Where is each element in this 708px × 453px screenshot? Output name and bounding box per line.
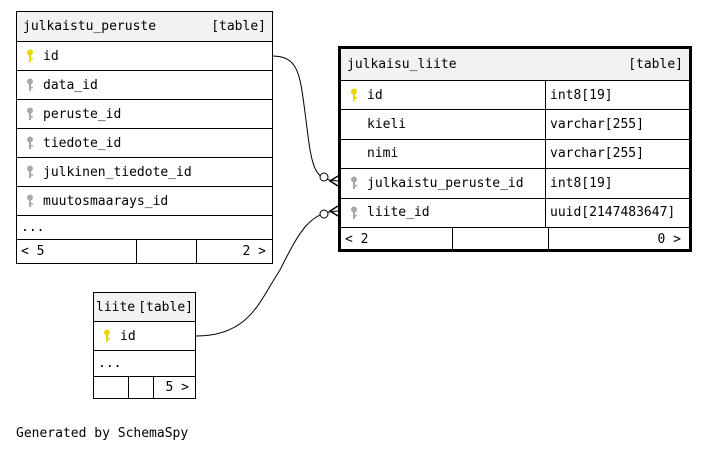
foreign-key-icon [27,136,33,149]
column-type: uuid[2147483647] [545,198,689,227]
column-row[interactable]: nimi varchar[255] [341,139,689,170]
edge-optional-marker-2 [319,209,329,219]
column-row[interactable]: julkaistu_peruste_id int8[19] [341,169,689,199]
table-name: liite [96,299,136,315]
child-count[interactable]: 0 > [548,227,689,251]
table-header: liite [table] [94,293,195,322]
column-name: julkaistu_peruste_id [367,175,524,191]
primary-key-icon [104,329,110,342]
edge-liite-to-julkaisu-liite [195,210,339,337]
column-name: muutosmaarays_id [43,193,169,209]
column-row[interactable]: kieli varchar[255] [341,110,689,140]
table-footer: < 5 2 > [17,240,272,263]
parent-count[interactable]: < 5 [21,244,45,259]
table-kind: [table] [628,57,683,72]
column-row[interactable]: muutosmaarays_id [17,187,272,216]
column-row[interactable]: id [94,322,195,351]
foreign-key-icon [27,165,33,178]
column-row[interactable]: id int8[19] [341,81,689,111]
parent-count[interactable] [94,377,128,398]
table-footer: < 2 0 > [341,227,689,251]
primary-key-icon [351,88,357,102]
table-header: julkaistu_peruste [table] [17,12,272,42]
column-name: tiedote_id [43,135,122,151]
column-type: varchar[255] [545,139,689,169]
primary-key-icon [27,49,33,62]
column-name: julkinen_tiedote_id [43,164,192,180]
column-name: id [367,87,383,103]
column-type: varchar[255] [545,110,689,139]
table-name: julkaisu_liite [347,57,457,72]
parent-count[interactable]: < 2 [345,231,369,247]
column-name: data_id [43,77,98,93]
foreign-key-icon [351,176,357,190]
foreign-key-icon [351,206,357,219]
foreign-key-icon [27,107,33,120]
column-row[interactable]: data_id [17,71,272,100]
table-kind: [table] [138,299,193,315]
edge-optional-marker-1 [319,172,329,182]
column-type: int8[19] [545,169,689,198]
table-julkaisu-liite[interactable]: julkaisu_liite [table] id int8[19] kieli va… [338,46,692,252]
column-name: nimi [367,146,399,162]
column-row[interactable]: id [17,42,272,71]
column-type: int8[19] [545,81,689,110]
edge-crowfoot-1 [328,175,339,187]
generated-by-label: Generated by SchemaSpy [16,426,189,441]
footer-mid [452,227,548,251]
table-footer: 5 > [94,377,195,398]
column-name: kieli [367,117,407,133]
edge-crowfoot-2 [328,205,339,217]
foreign-key-icon [27,194,33,207]
more-columns: ... [17,216,272,240]
more-columns: ... [94,351,195,377]
column-name: peruste_id [43,106,122,122]
column-name: id [120,328,136,344]
column-row[interactable]: tiedote_id [17,129,272,158]
column-row[interactable]: peruste_id [17,100,272,129]
column-row[interactable]: liite_id uuid[2147483647] [341,198,689,228]
table-name: julkaistu_peruste [23,19,157,34]
column-name: liite_id [367,205,430,221]
footer-mid [136,240,196,263]
edge-julkaistu-peruste-to-julkaisu-liite [271,55,339,182]
table-kind: [table] [211,19,266,34]
child-count[interactable]: 2 > [196,240,272,263]
foreign-key-icon [27,78,33,91]
footer-mid [128,377,153,398]
table-header: julkaisu_liite [table] [341,49,689,81]
column-row[interactable]: julkinen_tiedote_id [17,158,272,187]
column-name: id [43,48,59,64]
child-count[interactable]: 5 > [153,377,195,398]
table-liite[interactable]: liite [table] id ... 5 > [93,292,196,399]
